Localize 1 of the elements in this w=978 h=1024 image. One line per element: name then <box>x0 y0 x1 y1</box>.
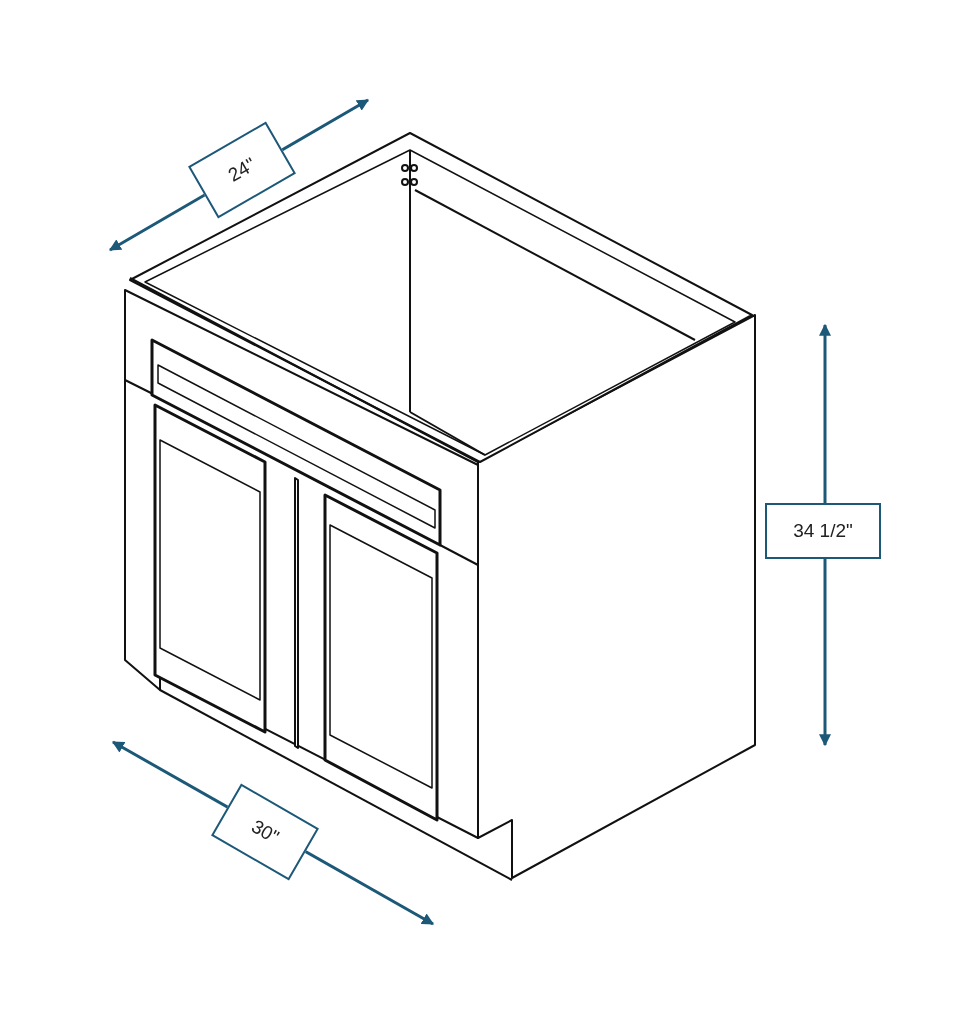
dimension-label: 34 1/2" <box>765 503 881 559</box>
